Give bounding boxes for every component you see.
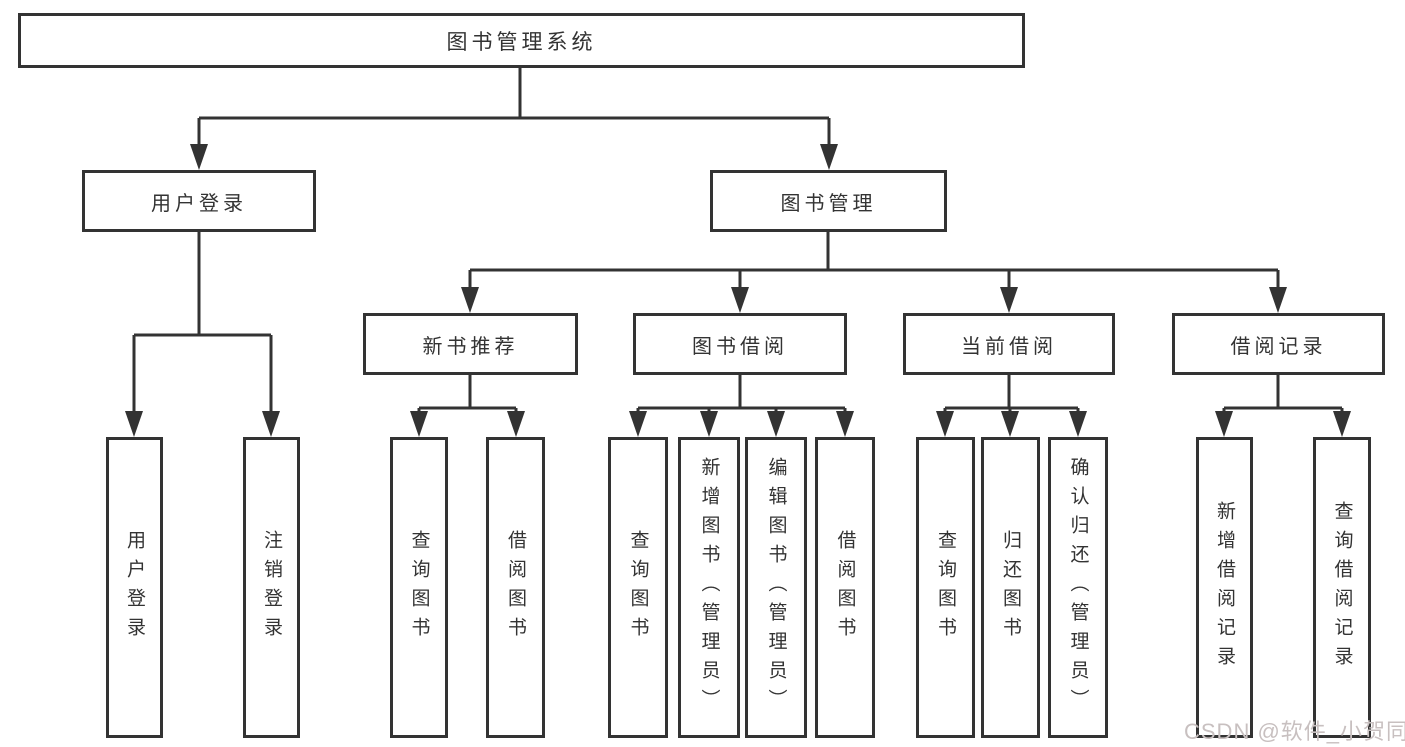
leaf-records-add: 新增借阅记录 [1196,437,1253,738]
leaf-newbooks-borrow-label: 借阅图书 [505,529,526,646]
leaf-current-return: 归还图书 [981,437,1040,738]
node-book-borrow: 图书借阅 [633,313,847,375]
leaf-logout: 注销登录 [243,437,300,738]
leaf-borrow-query: 查询图书 [608,437,668,738]
leaf-current-query-label: 查询图书 [935,529,956,646]
node-user-login: 用户登录 [82,170,316,232]
node-new-books: 新书推荐 [363,313,578,375]
connector-borrow-records-to-leaves [1215,373,1351,437]
connector-root-to-level2 [190,66,838,170]
leaf-borrow-add-admin: 新增图书（管理员） [678,437,740,738]
leaf-newbooks-borrow: 借阅图书 [486,437,545,738]
node-root-system: 图书管理系统 [18,13,1025,68]
leaf-borrow-edit-admin-label: 编辑图书（管理员） [765,457,787,718]
connector-book-borrow-to-leaves [629,373,854,437]
leaf-borrow-book-label: 借阅图书 [834,529,856,646]
csdn-watermark: CSDN @软件_小贺同学 [1184,719,1405,744]
leaf-current-return-label: 归还图书 [1000,529,1021,646]
connector-current-borrow-to-leaves [936,373,1087,437]
leaf-logout-label: 注销登录 [261,529,282,646]
leaf-borrow-edit-admin: 编辑图书（管理员） [745,437,807,738]
leaf-records-add-label: 新增借阅记录 [1214,500,1235,675]
connector-book-mgmt-to-level3 [461,230,1287,313]
leaf-user-login-label: 用户登录 [124,529,145,646]
leaf-user-login: 用户登录 [106,437,163,738]
leaf-borrow-add-admin-label: 新增图书（管理员） [698,457,720,718]
leaf-current-confirm-admin: 确认归还（管理员） [1048,437,1108,738]
leaf-borrow-query-label: 查询图书 [627,529,649,646]
connector-user-login-to-leaves [125,230,280,437]
node-current-borrow: 当前借阅 [903,313,1115,375]
leaf-newbooks-query-label: 查询图书 [408,529,430,646]
connector-new-books-to-leaves [410,373,525,437]
leaf-newbooks-query: 查询图书 [390,437,448,738]
node-book-mgmt: 图书管理 [710,170,947,232]
leaf-current-confirm-admin-label: 确认归还（管理员） [1067,457,1089,718]
leaf-records-query: 查询借阅记录 [1313,437,1371,738]
node-borrow-records: 借阅记录 [1172,313,1385,375]
leaf-records-query-label: 查询借阅记录 [1331,500,1353,675]
leaf-current-query: 查询图书 [916,437,975,738]
leaf-borrow-book: 借阅图书 [815,437,875,738]
